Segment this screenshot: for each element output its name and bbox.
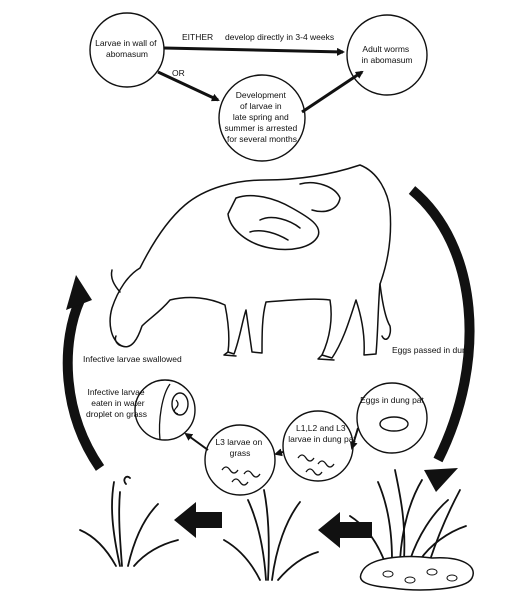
eggs-passed-arrowhead <box>424 468 458 492</box>
adult-worms-label: Adult worms in abomasum <box>361 44 412 65</box>
infective-swallowed-arrowhead <box>66 275 92 310</box>
resume-arrow <box>302 72 362 112</box>
l1-l3-dung-node <box>283 411 353 481</box>
either-label: EITHER <box>182 32 213 42</box>
grass-arrow-left <box>174 502 222 538</box>
stage-arrow <box>186 434 208 450</box>
direct-development-arrow <box>164 48 343 52</box>
stage-arrow <box>276 452 283 454</box>
l3-grass-node <box>205 425 275 495</box>
arrest-arrow <box>158 72 218 100</box>
grass-tuft-middle <box>224 490 318 580</box>
eggs-in-dung-label: Eggs in dung pat <box>360 395 424 405</box>
direct-development-label: develop directly in 3-4 weeks <box>225 32 334 42</box>
grass-tuft-left <box>80 477 178 566</box>
cow-illustration <box>110 165 390 360</box>
or-label: OR <box>172 68 185 78</box>
dung-pat-icon <box>360 557 473 590</box>
infective-swallowed-arrow <box>68 300 100 468</box>
eggs-passed-label: Eggs passed in dung <box>392 345 472 355</box>
grass-arrow-right <box>318 512 372 548</box>
l1-l3-dung-label: L1,L2 and L3 larvae in dung pat <box>288 423 356 444</box>
grass-tuft-right <box>350 470 466 560</box>
eggs-in-dung-node <box>357 383 427 453</box>
infective-swallowed-label: Infective larvae swallowed <box>83 354 182 364</box>
water-droplet-label: Infective larvae eaten in water droplet … <box>86 387 147 419</box>
